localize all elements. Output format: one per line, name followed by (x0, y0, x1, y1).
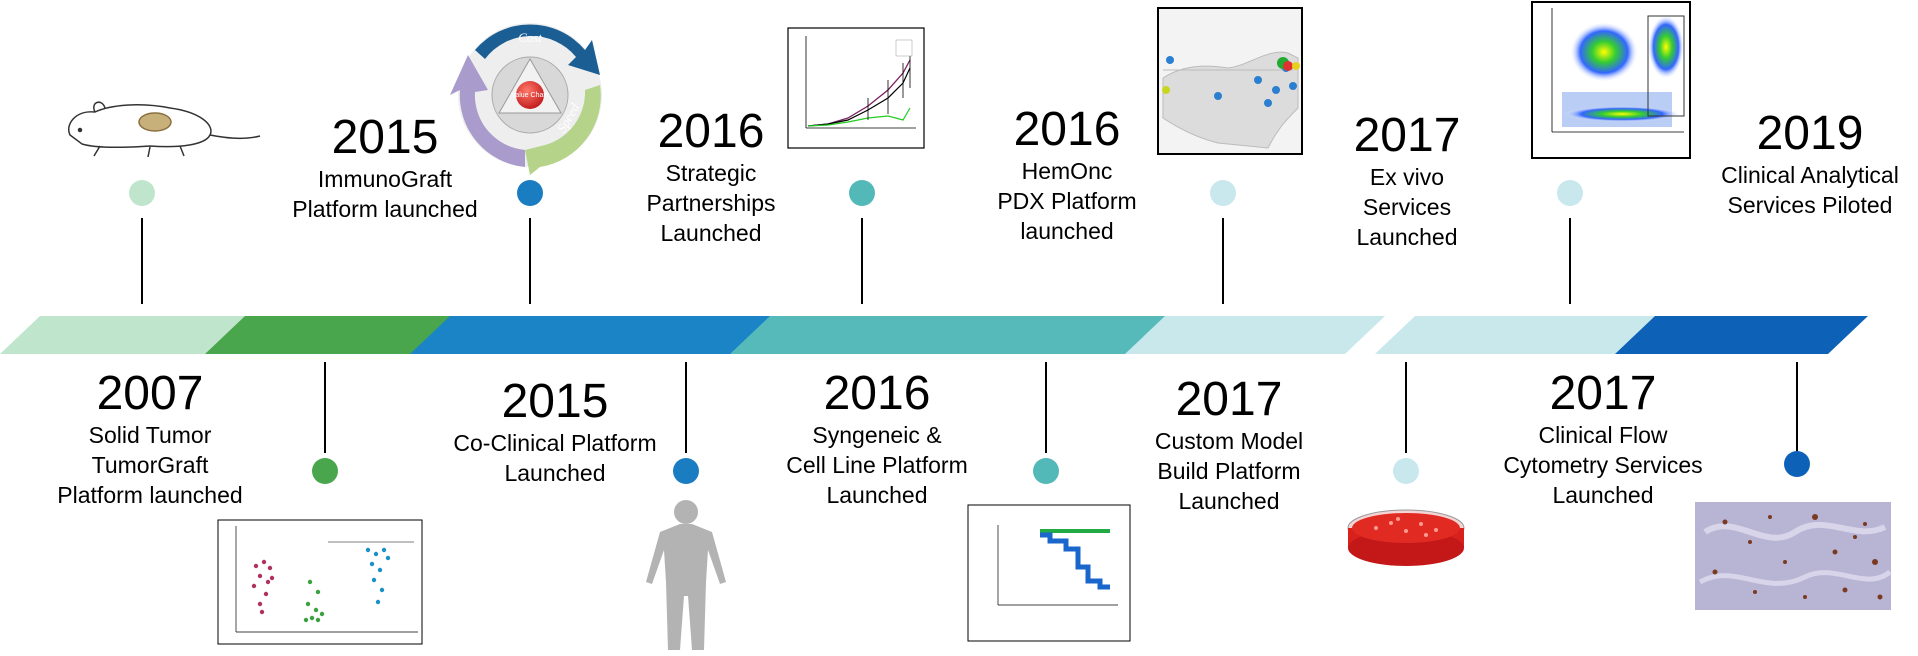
event-description: Co-Clinical Platform Launched (453, 430, 657, 486)
event-year: 2017 (1353, 109, 1461, 162)
event-description: Clinical Flow Cytometry Services Launche… (1503, 422, 1703, 508)
timeline-dot (312, 458, 338, 484)
event-2007-tumorgraft: 2007 Solid Tumor TumorGraft Platform lau… (0, 368, 300, 510)
event-year: 2017 (1175, 373, 1283, 426)
timeline-segment-2007 (0, 316, 255, 354)
event-year: 2016 (1013, 103, 1121, 156)
timeline-segment-2016 (730, 316, 1170, 354)
timeline-segment-2015a (205, 316, 455, 354)
event-2019-clinical-analytical: 2019 Clinical Analytical Services Pilote… (1660, 108, 1918, 220)
event-year: 2019 (1756, 107, 1864, 160)
timeline-dot (673, 458, 699, 484)
event-year: 2016 (657, 105, 765, 158)
survival-curve-icon (967, 504, 1131, 642)
event-year: 2017 (1549, 367, 1657, 420)
cycle-diagram-icon: Value Chain Cost Speed (450, 23, 602, 175)
event-2016-partnerships: 2016 Strategic Partnerships Launched (561, 106, 861, 248)
event-description: Syngeneic & Cell Line Platform Launched (786, 422, 968, 508)
event-2017-flow-cytometry: 2017 Clinical Flow Cytometry Services La… (1453, 368, 1753, 510)
timeline-segment-2017a (1125, 316, 1385, 354)
event-2015-coclinical: 2015 Co-Clinical Platform Launched (405, 376, 705, 488)
timeline-segment-2017b (1375, 316, 1660, 354)
event-year: 2007 (96, 367, 204, 420)
timeline-dot (849, 180, 875, 206)
dot-plot-chart-icon (217, 519, 423, 645)
human-silhouette-icon (646, 500, 726, 650)
connector-lines (141, 218, 1798, 453)
cycle-label-top: Cost (518, 30, 542, 45)
timeline-dot (1393, 458, 1419, 484)
timeline-band (0, 316, 1868, 354)
timeline-dot (1033, 458, 1059, 484)
event-description: Clinical Analytical Services Piloted (1721, 162, 1899, 218)
event-description: Ex vivo Services Launched (1356, 164, 1458, 250)
timeline-segment-2019 (1615, 316, 1868, 354)
histology-image-icon (1695, 502, 1892, 610)
event-2017-custom-model: 2017 Custom Model Build Platform Launche… (1079, 374, 1379, 516)
timeline-dots (129, 180, 1810, 484)
us-map-icon (1157, 7, 1303, 155)
timeline-dot (1210, 180, 1236, 206)
event-2016-hemonc: 2016 HemOnc PDX Platform launched (917, 104, 1217, 246)
timeline-dot (517, 180, 543, 206)
flow-cytometry-plot-icon (1531, 1, 1691, 159)
mouse-with-tumor-icon (68, 101, 261, 158)
event-description: Solid Tumor TumorGraft Platform launched (57, 422, 243, 508)
timeline-dot (129, 180, 155, 206)
timeline-dot (1784, 451, 1810, 477)
event-year: 2015 (501, 375, 609, 428)
event-2017-exvivo: 2017 Ex vivo Services Launched (1257, 110, 1557, 252)
timeline-segment-2015b (410, 316, 775, 354)
event-year: 2015 (331, 111, 439, 164)
petri-dish-icon (1347, 509, 1465, 566)
timeline-dot (1557, 180, 1583, 206)
event-2016-syngeneic: 2016 Syngeneic & Cell Line Platform Laun… (727, 368, 1027, 510)
event-description: HemOnc PDX Platform launched (997, 158, 1137, 244)
event-description: Strategic Partnerships Launched (646, 160, 776, 246)
event-2015-immunograft: 2015 ImmunoGraft Platform launched (235, 112, 535, 224)
event-year: 2016 (823, 367, 931, 420)
event-description: Custom Model Build Platform Launched (1154, 428, 1304, 514)
growth-chart-icon (787, 27, 925, 149)
event-description: ImmunoGraft Platform launched (292, 166, 478, 222)
cycle-label-center: Value Chain (511, 92, 549, 99)
